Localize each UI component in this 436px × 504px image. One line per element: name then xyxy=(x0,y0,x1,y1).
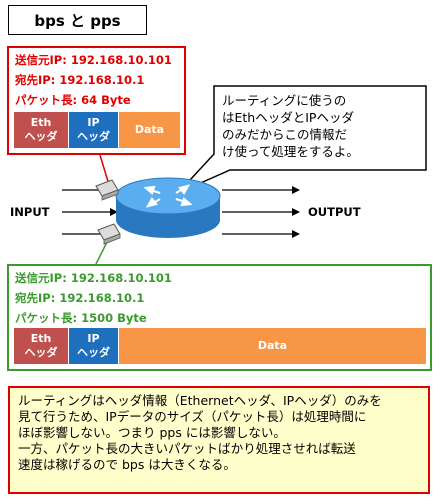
output-label: OUTPUT xyxy=(308,205,361,219)
dst-value: 192.168.10.1 xyxy=(59,73,145,87)
packet-icon-large xyxy=(97,223,121,245)
bubble-line: ルーティングに使うの xyxy=(222,93,347,108)
data-segment: Data xyxy=(119,112,180,148)
data-label: Data xyxy=(134,123,165,136)
output-arrow-bottom-head xyxy=(292,230,300,238)
dst-label: 宛先IP: xyxy=(15,291,60,305)
page-title: bps と pps xyxy=(8,5,147,35)
bubble-line: け使って処理をするよ。 xyxy=(222,144,359,159)
packet-large-src: 送信元IP: 192.168.10.101 xyxy=(15,270,172,286)
ip-sub-label: ヘッダ xyxy=(77,130,110,143)
packet-large-dst: 宛先IP: 192.168.10.1 xyxy=(15,290,144,306)
len-label: パケット長: xyxy=(15,93,82,107)
ip-label: IP xyxy=(87,332,100,345)
src-value: 192.168.10.101 xyxy=(70,271,172,285)
len-label: パケット長: xyxy=(15,311,82,325)
input-label: INPUT xyxy=(10,205,50,219)
router-icon xyxy=(115,177,221,238)
packet-small-dst: 宛先IP: 192.168.10.1 xyxy=(15,72,144,88)
dst-label: 宛先IP: xyxy=(15,73,60,87)
explanation-note: ルーティングはヘッダ情報（Ethernetヘッダ、IPヘッダ）のみを 見て行うた… xyxy=(8,386,430,494)
packet-large-len: パケット長: 1500 Byte xyxy=(15,310,147,326)
eth-sub-label: ヘッダ xyxy=(24,346,58,359)
data-label: Data xyxy=(257,339,288,352)
packet-small-box: 送信元IP: 192.168.10.101 宛先IP: 192.168.10.1… xyxy=(7,46,186,155)
len-value: 1500 Byte xyxy=(81,311,147,325)
bubble-line: はEthヘッダとIPヘッダ xyxy=(222,110,354,125)
len-value: 64 Byte xyxy=(81,93,131,107)
speech-bubble xyxy=(177,85,427,194)
eth-label: Eth xyxy=(30,116,52,129)
output-arrow-top-head xyxy=(292,186,300,194)
src-value: 192.168.10.101 xyxy=(70,53,172,67)
note-line: 見て行うため、IPデータのサイズ（パケット長）は処理時間に xyxy=(18,409,367,424)
bubble-line: のみだからこの情報だ xyxy=(222,127,348,142)
input-arrow-mid-head xyxy=(110,208,118,216)
output-arrow-mid-head xyxy=(292,208,300,216)
ip-label: IP xyxy=(87,116,100,129)
note-line: ルーティングはヘッダ情報（Ethernetヘッダ、IPヘッダ）のみを xyxy=(18,393,382,408)
src-label: 送信元IP: xyxy=(15,271,71,285)
packet-small-src: 送信元IP: 192.168.10.101 xyxy=(15,52,172,68)
packet-small-len: パケット長: 64 Byte xyxy=(15,92,131,108)
eth-sub-label: ヘッダ xyxy=(24,130,58,143)
packet-icon-small xyxy=(95,179,119,201)
note-line: 一方、パケット長の大きいパケットばかり処理させれば転送 xyxy=(18,441,356,456)
eth-label: Eth xyxy=(30,332,52,345)
ip-sub-label: ヘッダ xyxy=(77,346,110,359)
packet-large-box: 送信元IP: 192.168.10.101 宛先IP: 192.168.10.1… xyxy=(7,264,432,371)
note-line: 速度は稼げるので bps は大きくなる。 xyxy=(18,457,236,472)
note-line: ほぼ影響しない。つまり pps には影響しない。 xyxy=(18,425,286,440)
data-segment: Data xyxy=(119,328,426,364)
speech-bubble-text: ルーティングに使うの はEthヘッダとIPヘッダ のみだからこの情報だ け使って… xyxy=(222,92,422,160)
dst-value: 192.168.10.1 xyxy=(59,291,145,305)
src-label: 送信元IP: xyxy=(15,53,71,67)
